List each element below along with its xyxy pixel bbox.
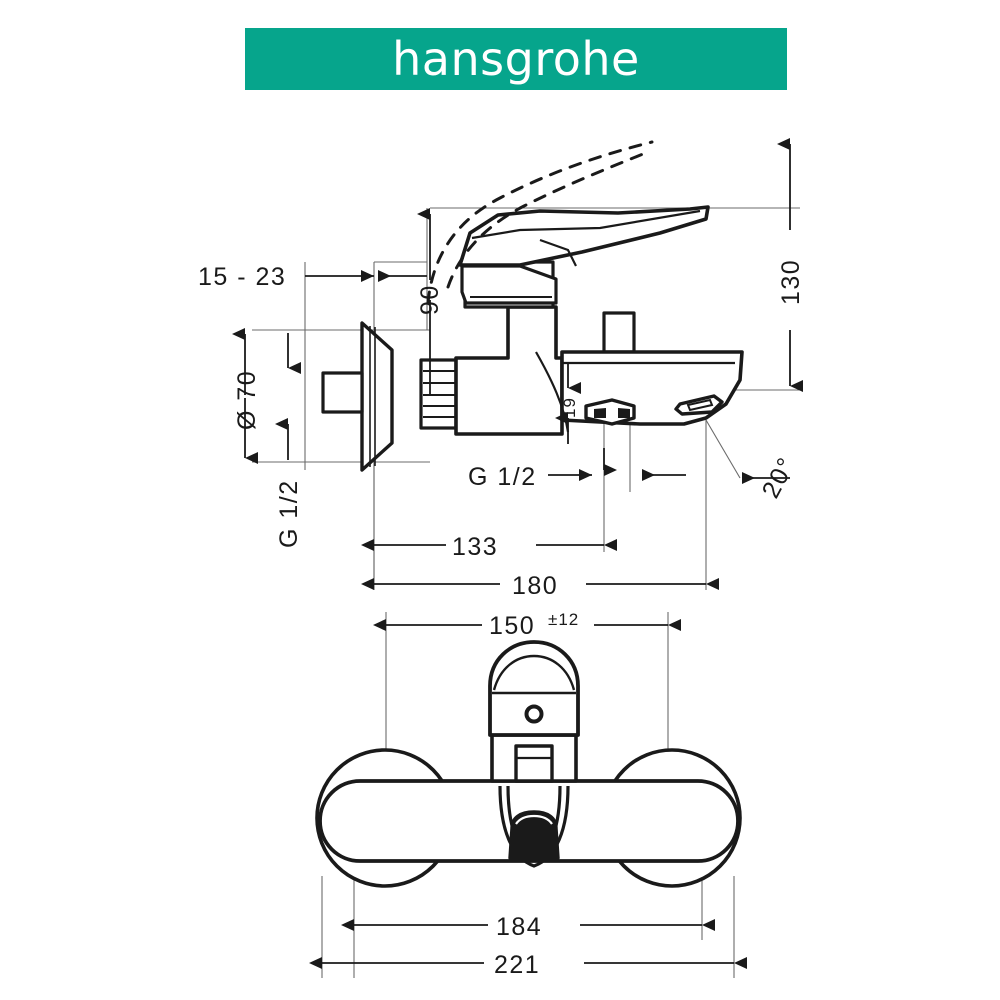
dimension-20-deg: 20° bbox=[742, 452, 801, 503]
dimension-180-label: 180 bbox=[512, 572, 558, 600]
dimension-133-label: 133 bbox=[452, 533, 498, 561]
handle-index-dot bbox=[524, 704, 544, 724]
dimension-g12-bottom-label: G 1/2 bbox=[468, 463, 537, 491]
hansgrohe-logo-banner: hansgrohe bbox=[245, 28, 787, 90]
dimension-221-label: 221 bbox=[494, 951, 540, 979]
dimension-90-label: 90 bbox=[416, 284, 444, 315]
dimension-184-label: 184 bbox=[496, 913, 542, 941]
dimension-20-deg-label: 20° bbox=[757, 452, 802, 503]
diverter-nub-slots bbox=[594, 408, 630, 418]
dimension-19-label: 19 bbox=[560, 397, 579, 418]
thread-hatching bbox=[423, 370, 455, 418]
diverter-button-side bbox=[602, 311, 636, 354]
dimension-dia-70-label: Ø 70 bbox=[233, 370, 261, 430]
dimension-19: 19 bbox=[555, 362, 581, 444]
dimension-180: 180 bbox=[361, 572, 719, 600]
aerator-inner bbox=[686, 398, 714, 412]
dimension-150: 150 ±12 bbox=[373, 610, 681, 640]
dimension-g12-bottom: G 1/2 bbox=[468, 448, 686, 491]
inlet-nipple bbox=[321, 371, 364, 414]
side-elevation-view: 15 - 23 Ø 70 G 1/2 90 bbox=[198, 138, 805, 600]
dimension-150-label: 150 bbox=[489, 612, 535, 640]
handle-stem-boss bbox=[514, 744, 554, 783]
dimension-15-23-label: 15 - 23 bbox=[198, 263, 286, 291]
lever-handle-front-crease bbox=[492, 654, 576, 695]
lever-handle-front bbox=[488, 640, 580, 737]
dimension-130-label: 130 bbox=[777, 259, 805, 305]
dimension-dia-70: Ø 70 bbox=[232, 328, 261, 464]
dimension-15-23: 15 - 23 bbox=[198, 263, 427, 291]
front-elevation-view: 150 ±12 184 221 bbox=[309, 610, 747, 979]
diverter-knob-front bbox=[508, 810, 560, 860]
mixer-body-side bbox=[454, 305, 564, 436]
wall-escutcheon bbox=[360, 321, 394, 472]
dimension-221: 221 bbox=[309, 951, 747, 979]
dimension-150-tolerance: ±12 bbox=[548, 610, 579, 629]
hansgrohe-wordmark: hansgrohe bbox=[392, 32, 640, 86]
diverter-knob-highlight bbox=[515, 814, 553, 825]
lever-handle-crease bbox=[471, 209, 701, 267]
dimension-g12-left: G 1/2 bbox=[275, 479, 303, 548]
dimension-133: 133 bbox=[361, 533, 617, 561]
dimension-130: 130 bbox=[777, 138, 805, 392]
dimension-90: 90 bbox=[416, 208, 444, 394]
lever-swing-dashed-arc bbox=[426, 140, 654, 305]
dimension-184: 184 bbox=[341, 913, 715, 941]
lever-handle bbox=[458, 205, 710, 267]
body-spout-blend bbox=[535, 351, 570, 433]
dimension-g12-left-label: G 1/2 bbox=[275, 479, 303, 548]
lever-handle-base bbox=[460, 264, 558, 305]
escutcheon-inner-line bbox=[369, 326, 376, 467]
